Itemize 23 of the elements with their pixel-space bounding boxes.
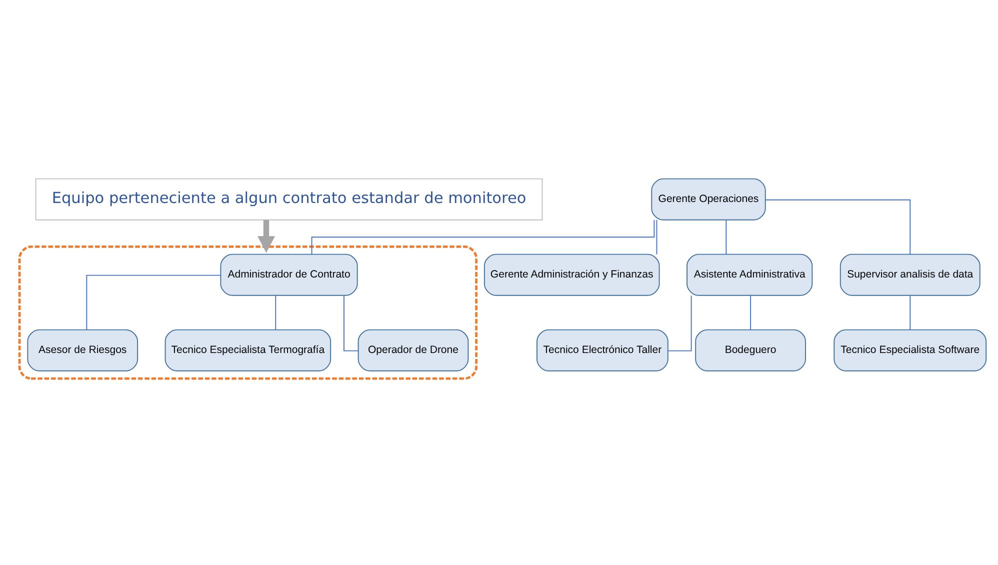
connector [656, 220, 658, 255]
connector [726, 220, 727, 255]
node-box: Asesor de Riesgos [27, 329, 138, 372]
connector [667, 295, 692, 352]
connector [765, 199, 911, 254]
connector [311, 220, 655, 255]
node-box: Gerente Operaciones [651, 178, 766, 220]
connector [343, 295, 358, 352]
node-box: Asistente Administrativa [686, 254, 813, 296]
connector [86, 274, 221, 330]
node-box: Bodeguero [695, 329, 806, 372]
connector [275, 295, 276, 330]
connector [750, 295, 752, 330]
node-box: Tecnico Especialista Software [834, 329, 987, 372]
node-box: Gerente Administración y Finanzas [484, 254, 660, 296]
node-box: Equipo perteneciente a algun contrato estandar de monitoreo [35, 178, 543, 220]
node-box: Administrador de Contrato [220, 254, 358, 296]
node-box: Operador de Drone [358, 329, 469, 372]
node-box: Tecnico Electrónico Taller [536, 329, 668, 372]
cluster [18, 245, 478, 380]
node-box: Tecnico Especialista Termografía [164, 329, 332, 372]
node-box: Supervisor analisis de data [840, 254, 980, 296]
connector [910, 295, 911, 330]
